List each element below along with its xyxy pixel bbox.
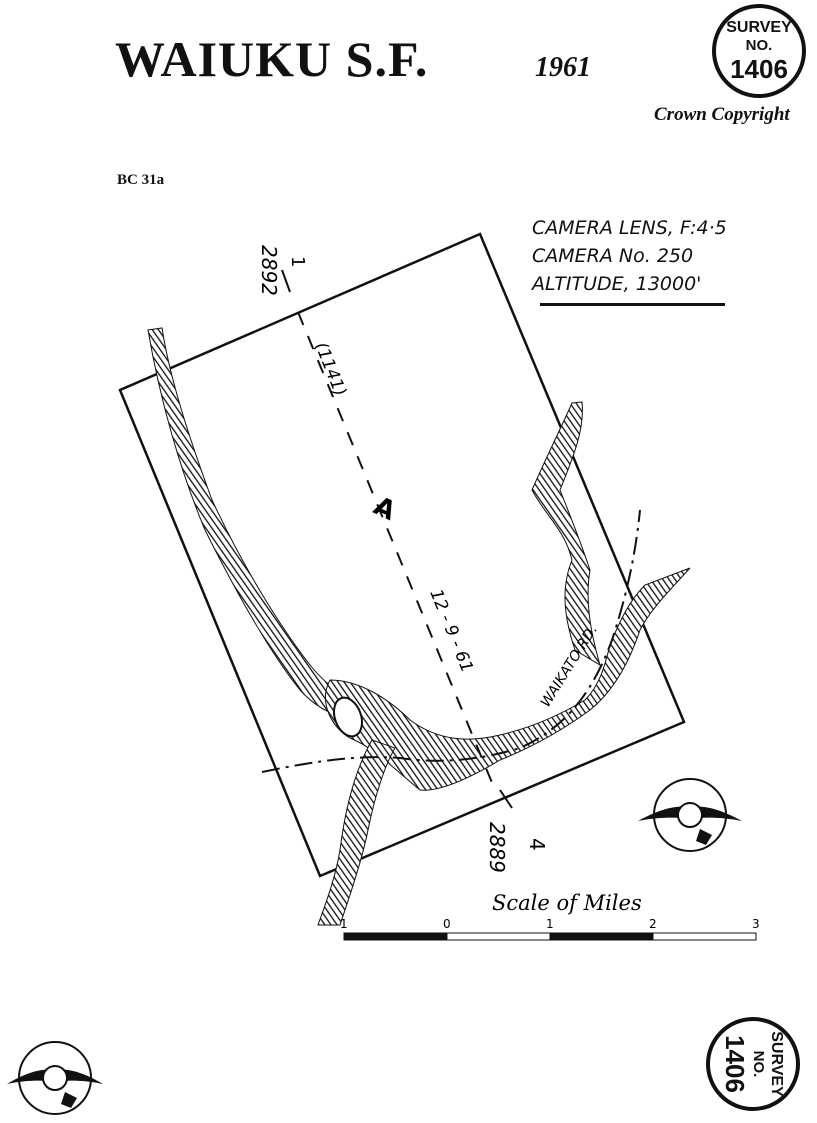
seal-no-label: NO. — [745, 37, 773, 54]
waikato-road — [261, 509, 641, 773]
camera-altitude: ALTITUDE, 13000' — [532, 273, 702, 295]
photo-start-tick — [281, 269, 291, 293]
scale-segment — [652, 932, 757, 941]
seal-survey-label: SURVEY — [726, 19, 792, 36]
scale-segment — [446, 932, 551, 941]
scale-title: Scale of Miles — [492, 891, 642, 915]
photo-start-mark: 1 — [287, 256, 308, 267]
copyright-note: Crown Copyright — [654, 104, 790, 125]
nz-aerial-mapping-logo — [7, 1041, 103, 1115]
river-meander — [325, 567, 691, 791]
river-bank-right — [531, 401, 601, 667]
seal-number: 1406 — [730, 54, 788, 84]
river-bank-lower — [317, 739, 396, 926]
flight-date: 12 - 9 - 61 — [425, 586, 476, 675]
scale-tick-label: 1 — [546, 917, 554, 931]
scale-segment — [549, 932, 654, 941]
photo-coverage-frame — [118, 232, 686, 878]
scale-tick-label: 1 — [340, 917, 348, 931]
scale-tick-label: 2 — [649, 917, 657, 931]
photo-end-mark: 4 — [525, 838, 549, 851]
run-label: A — [369, 491, 400, 527]
run-number: (1141) — [310, 339, 350, 399]
camera-info: CAMERA LENS, F:4·5 CAMERA No. 250 ALTITU… — [532, 214, 727, 298]
photo-end-tick — [499, 789, 513, 809]
scale-tick-label: 3 — [752, 917, 760, 931]
scale-bar — [343, 932, 757, 941]
photo-start-number: 2892 — [257, 245, 281, 296]
photo-end-number: 2889 — [485, 822, 509, 873]
camera-number: CAMERA No. 250 — [532, 245, 694, 267]
scale-tick-label: 0 — [443, 917, 451, 931]
survey-number-seal: SURVEY NO. 1406 — [712, 4, 806, 98]
scale-segment — [343, 932, 448, 941]
camera-lens: CAMERA LENS, F:4·5 — [532, 217, 727, 239]
map-title: WAIUKU S.F. — [115, 31, 429, 87]
river-island — [332, 696, 364, 738]
nz-aerial-mapping-logo — [638, 778, 742, 852]
survey-year: 1961 — [535, 52, 591, 83]
flight-line — [297, 311, 496, 791]
camera-info-underline — [540, 303, 725, 306]
reference-code: BC 31a — [117, 172, 165, 188]
